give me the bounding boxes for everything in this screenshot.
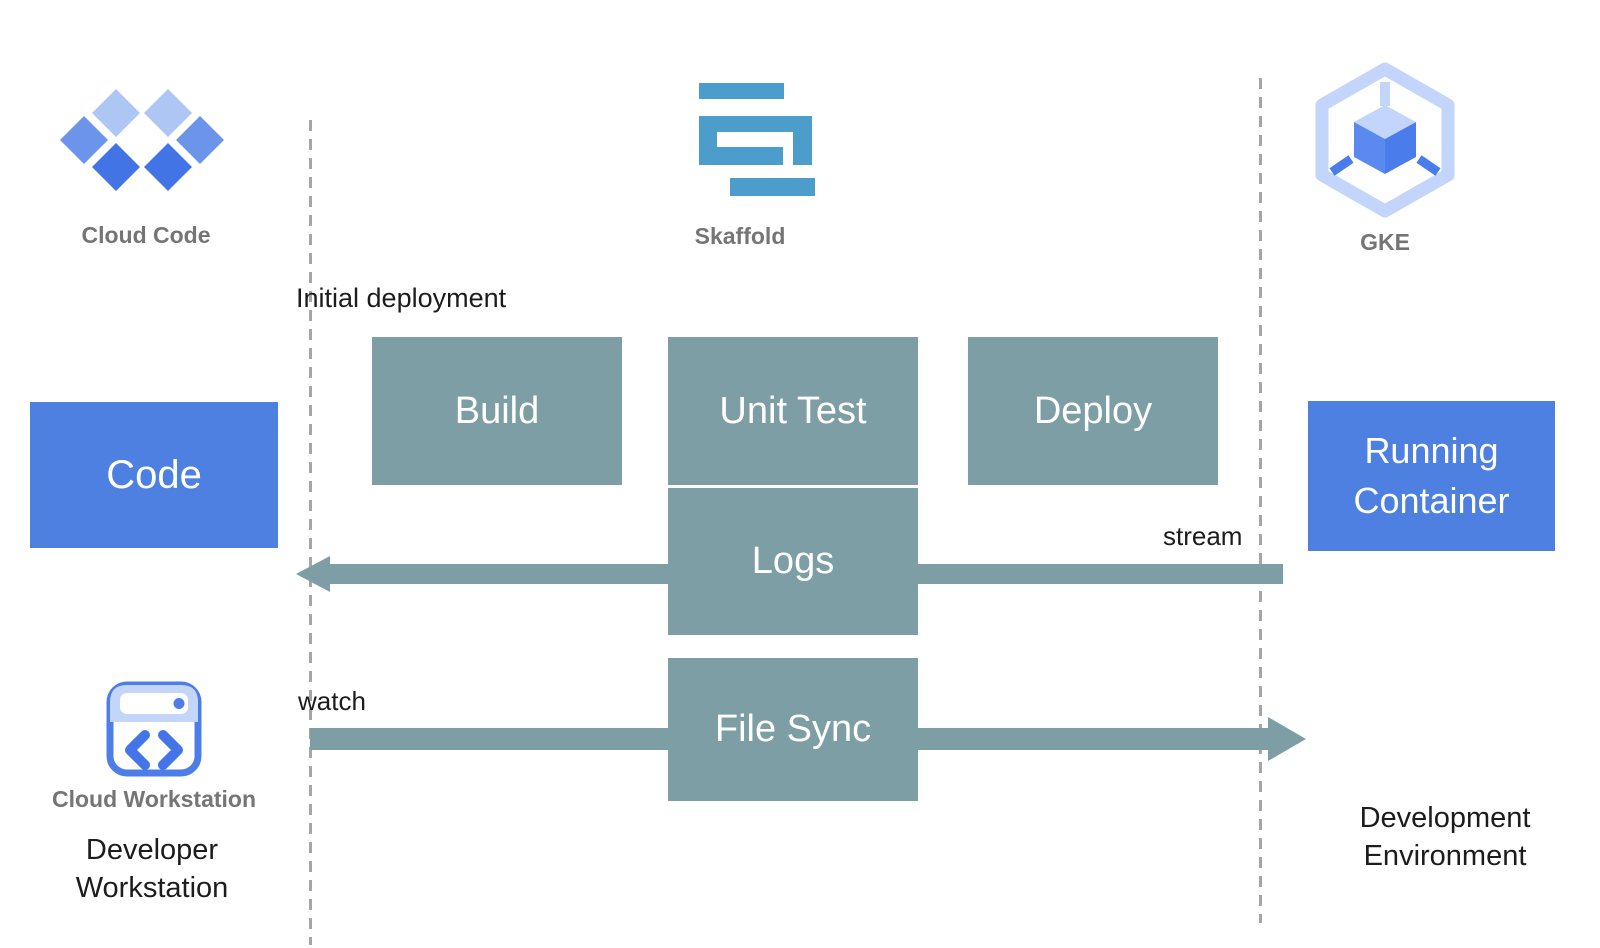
initial-deployment-label: Initial deployment xyxy=(296,283,507,313)
cloud-workstation-icon xyxy=(106,681,202,777)
lane-divider-left xyxy=(309,120,312,945)
gke-icon xyxy=(1315,62,1455,218)
developer-workstation-label: Developer Workstation xyxy=(75,834,229,904)
unit-test-box: Unit Test xyxy=(668,337,918,485)
cloud-code-icon xyxy=(60,89,224,191)
development-environment-label: Development Environment xyxy=(1359,802,1531,872)
watch-label: watch xyxy=(298,686,366,716)
build-box: Build xyxy=(372,337,622,485)
code-box: Code xyxy=(30,402,278,548)
skaffold-label: Skaffold xyxy=(694,223,786,249)
skaffold-icon xyxy=(699,83,815,196)
file-sync-arrow-bar-left xyxy=(310,728,668,750)
stream-label: stream xyxy=(1163,521,1243,551)
gke-label: GKE xyxy=(1360,229,1410,255)
deploy-box: Deploy xyxy=(968,337,1218,485)
cloud-workstation-label: Cloud Workstation xyxy=(51,786,257,812)
running-container-box: Running Container xyxy=(1308,401,1555,551)
logs-arrow-bar-right xyxy=(918,564,1283,584)
logs-box: Logs xyxy=(668,488,918,635)
logs-arrow-bar-left xyxy=(324,564,668,584)
lane-divider-right xyxy=(1259,78,1262,923)
file-sync-arrow-bar-right xyxy=(918,728,1272,750)
file-sync-box: File Sync xyxy=(668,658,918,801)
file-sync-arrowhead-right-icon xyxy=(1268,717,1306,761)
cloud-code-label: Cloud Code xyxy=(81,222,211,248)
